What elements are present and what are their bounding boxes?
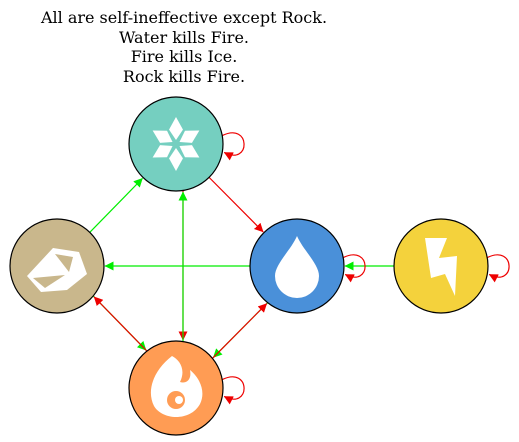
fire-to-water-edge [212, 303, 268, 359]
caption-line: Fire kills Ice. [130, 47, 238, 66]
rock-to-ice-edge [89, 177, 143, 233]
flame-icon [150, 356, 203, 417]
water-drop-icon [275, 236, 319, 298]
node-layer [9, 96, 489, 436]
electric-type-node [393, 218, 489, 314]
caption-line: Rock kills Fire. [122, 66, 246, 86]
ice-type-node [128, 96, 224, 192]
water-self-loop-edge [342, 254, 366, 283]
caption-line: All are self-ineffective except Rock. [40, 8, 328, 27]
edge-layer [89, 132, 510, 405]
rock-icon [27, 248, 87, 292]
ice-to-water-edge [208, 176, 264, 233]
fire-self-loop-edge [221, 376, 245, 405]
electric-self-loop-edge [486, 254, 510, 283]
water-type-node [249, 218, 345, 314]
fire-type-node [128, 340, 224, 436]
ice-self-loop-edge [221, 132, 245, 161]
caption-line: Water kills Fire. [119, 27, 249, 47]
fire-to-rock-edge [93, 296, 148, 352]
lightning-bolt-icon [425, 238, 457, 296]
snowflake-icon [152, 117, 200, 171]
diagram-caption: All are self-ineffective except Rock. Wa… [0, 8, 368, 86]
ice-node-circle [128, 96, 224, 192]
rock-type-node [9, 218, 105, 314]
